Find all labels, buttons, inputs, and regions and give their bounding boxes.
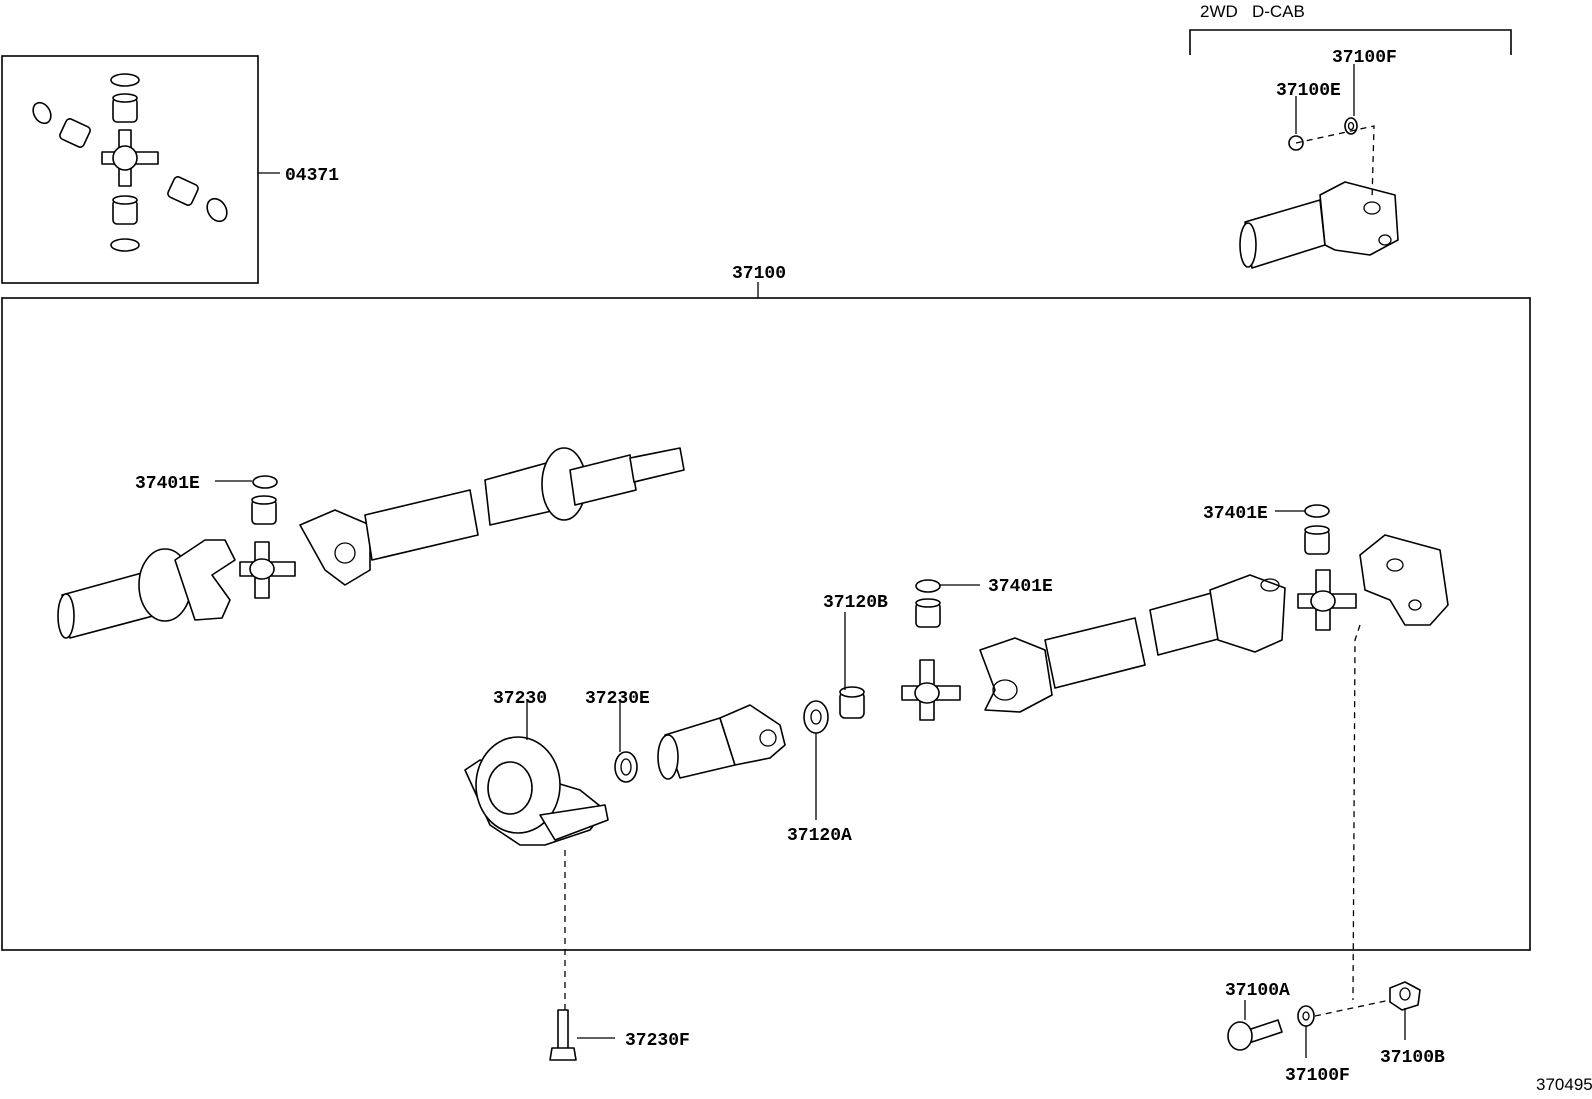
rear-dashed-line — [1352, 624, 1361, 1001]
callout-37230E: 37230E — [585, 689, 650, 709]
flange-yoke-detail-icon — [1239, 117, 1399, 269]
spider-mid-icon — [901, 579, 961, 721]
callout-37100E: 37100E — [1276, 81, 1341, 101]
washer-dashed-line — [1314, 999, 1391, 1017]
callout-37120B: 37120B — [823, 593, 888, 613]
callout-37100: 37100 — [732, 264, 786, 284]
callout-37401E-mid: 37401E — [988, 577, 1053, 597]
callout-37230F: 37230F — [625, 1031, 690, 1051]
washer-37230E-icon — [614, 751, 638, 783]
washer-37100F-bottom-icon — [1297, 1005, 1315, 1027]
callout-37100A: 37100A — [1225, 981, 1290, 1001]
variant-bracket — [1189, 29, 1512, 55]
front-shaft-icon — [57, 447, 685, 639]
bolt-37230F-icon — [549, 1009, 577, 1061]
flange-yoke-mid-icon — [657, 704, 786, 780]
center-bearing-icon — [464, 736, 609, 846]
callout-37120A: 37120A — [787, 826, 852, 846]
kit-frame-04371 — [1, 55, 259, 284]
callout-37401E-left: 37401E — [135, 474, 200, 494]
detail-dashed-line — [1295, 125, 1375, 201]
spider-kit-icon — [32, 73, 228, 252]
nut-37100B-icon — [1389, 981, 1421, 1011]
callout-04371: 04371 — [285, 166, 339, 186]
callout-37100F-bottom: 37100F — [1285, 1066, 1350, 1086]
spacer-37120B-icon — [839, 686, 865, 719]
washer-37120A-icon — [803, 700, 829, 734]
rear-shaft-icon — [979, 504, 1449, 713]
callout-37100F-top: 37100F — [1332, 48, 1397, 68]
variant-label: 2WD D-CAB — [1200, 2, 1305, 21]
assembly-frame-37100 — [1, 297, 1531, 951]
callout-37401E-right: 37401E — [1203, 504, 1268, 524]
bolt-37100A-icon — [1227, 1019, 1283, 1051]
callout-37230: 37230 — [493, 689, 547, 709]
callout-37100B: 37100B — [1380, 1048, 1445, 1068]
figure-id: 370495 — [1536, 1075, 1592, 1094]
